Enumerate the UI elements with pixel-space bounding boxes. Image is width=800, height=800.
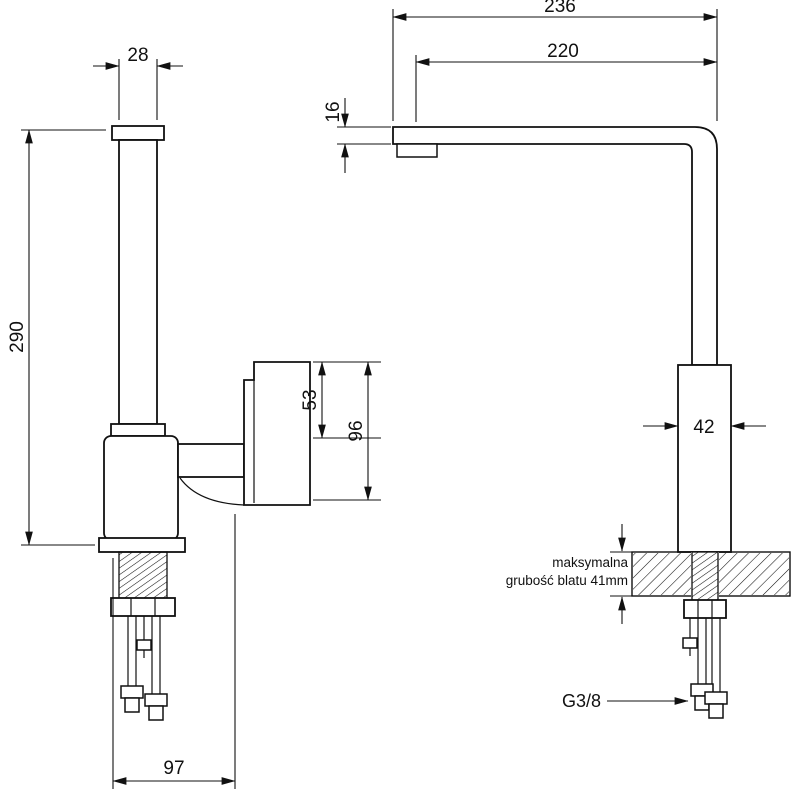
- supply-hoses-front: [682, 618, 728, 719]
- dim-label-body-drop: 96: [346, 420, 367, 441]
- hose-fitting: [708, 703, 724, 719]
- dim-label-overall-reach: 236: [544, 0, 576, 17]
- dim-overall-height: 290: [7, 129, 106, 546]
- lever-collar: [110, 423, 166, 437]
- hose-fitting: [120, 685, 144, 699]
- countertop-thickness-note: maksymalna grubość blatu 41mm: [506, 524, 632, 624]
- dim-label-overall-height: 290: [7, 321, 28, 353]
- dim-label-thread: G3/8: [562, 691, 601, 711]
- front-view: 236 220 16 42 maksymalna: [323, 0, 791, 719]
- side-view: 28 290 53 96 97: [7, 45, 381, 789]
- dim-overall-reach: 236: [392, 0, 718, 121]
- mounting-nut-side: [110, 597, 176, 617]
- base-flange-side: [98, 537, 186, 553]
- lever-bar: [118, 139, 158, 425]
- dim-label-base-depth: 97: [163, 758, 184, 779]
- connector-curve: [179, 477, 245, 506]
- countertop-hatch-left: [633, 553, 691, 595]
- stud-nut: [136, 639, 152, 651]
- hose-fitting: [704, 691, 728, 705]
- lever-cap: [111, 125, 165, 141]
- dim-label-spout-top-offset: 53: [300, 389, 321, 410]
- dim-spout-reach: 220: [415, 41, 718, 122]
- spout-connector: [177, 443, 245, 478]
- dim-label-lever-width: 28: [127, 45, 148, 66]
- hose-fitting: [124, 697, 140, 713]
- faucet-body-side: [103, 435, 179, 541]
- faucet-column: [677, 364, 732, 553]
- hose-fitting: [148, 705, 164, 721]
- dim-base-depth: 97: [112, 514, 236, 789]
- mounting-nut-front: [683, 599, 727, 619]
- stud-nut: [682, 637, 698, 649]
- aerator: [396, 143, 438, 158]
- hose-fitting: [144, 693, 168, 707]
- thread-size-callout: G3/8: [562, 691, 689, 711]
- spout-and-riser: [392, 126, 718, 366]
- dim-spout-offsets: 53 96: [300, 361, 381, 501]
- dim-label-spout-thickness: 16: [323, 101, 344, 122]
- dim-spout-thickness: 16: [323, 98, 391, 173]
- countertop-note-line2: grubość blatu 41mm: [506, 573, 628, 588]
- dim-label-spout-reach: 220: [547, 41, 579, 62]
- countertop-hatch-right: [719, 553, 789, 595]
- countertop-note-line1: maksymalna: [552, 555, 628, 570]
- dim-lever-width: 28: [93, 45, 183, 120]
- dim-column-width: 42: [643, 417, 766, 438]
- supply-hoses-side: [120, 616, 168, 721]
- dim-label-column-width: 42: [693, 417, 714, 438]
